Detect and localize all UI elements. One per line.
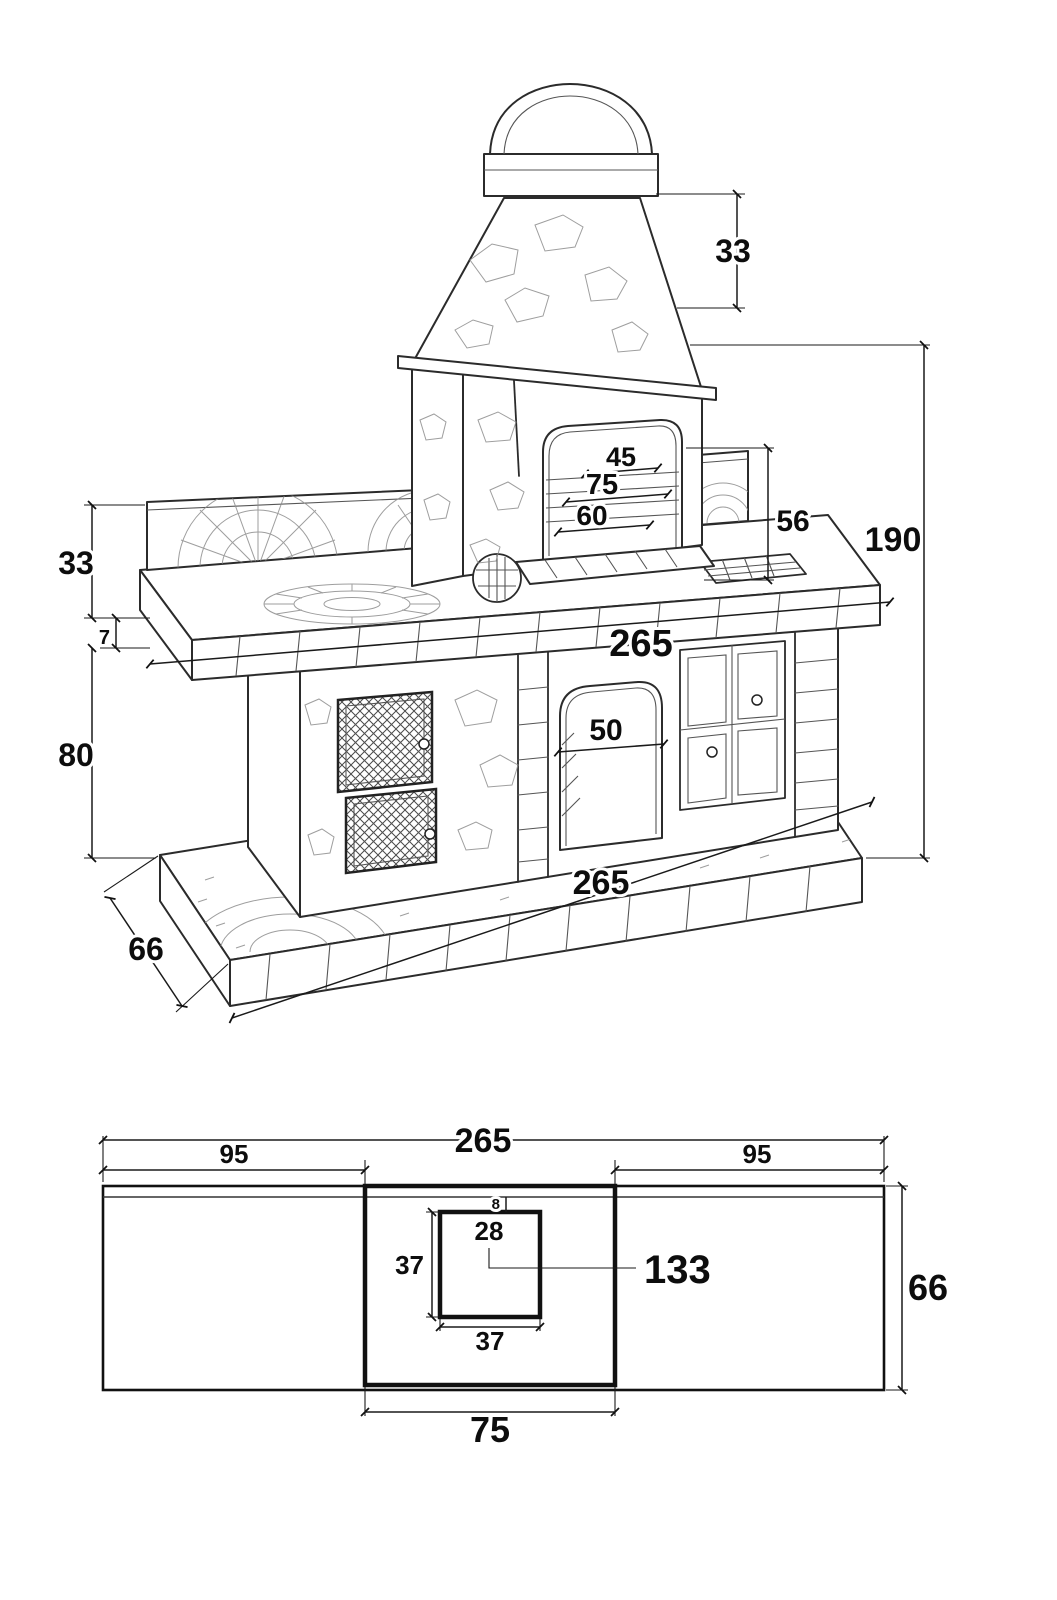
backsplash-right-mosaic <box>698 482 748 524</box>
plan-dim-left-section: 95 <box>98 1136 370 1184</box>
plan-view: 265 95 95 8 28 133 <box>98 1119 951 1453</box>
dim-base-height: 80 <box>55 643 156 863</box>
side-burner-grate <box>699 553 807 584</box>
dim-chimney-top: 33 <box>656 189 754 313</box>
plan-total-depth-label: 66 <box>908 1267 948 1308</box>
plan-opening-depth-label: 37 <box>395 1250 424 1280</box>
plan-center-module <box>362 1183 618 1388</box>
dim-grate-45: 45 <box>580 439 663 479</box>
plan-dim-133: 133 <box>641 1245 714 1295</box>
plan-dim-right-section: 95 <box>610 1136 889 1184</box>
dim-firebox-height: 56 <box>686 443 813 585</box>
oven-door-lower <box>344 787 438 875</box>
door-knob-icon <box>424 828 436 840</box>
plan-center-section-label: 75 <box>470 1409 510 1450</box>
tower-left-slab <box>411 363 464 587</box>
dim-arch-opening-label: 50 <box>589 714 622 747</box>
door-knob-icon <box>751 694 763 706</box>
dim-counter-length-label: 265 <box>609 623 672 665</box>
plan-dim-opening-width: 37 <box>435 1319 545 1359</box>
plan-dim-total-length: 265 <box>98 1119 889 1182</box>
dim-total-height: 190 <box>690 340 930 863</box>
oven-door-upper <box>336 690 434 794</box>
dim-base-height-label: 80 <box>58 737 94 773</box>
dim-grate-60-label: 60 <box>576 500 607 531</box>
stone-texture <box>304 214 649 856</box>
dim-base-depth-label: 66 <box>128 931 164 967</box>
dim-base-depth: 66 <box>103 855 229 1013</box>
plan-right-section-label: 95 <box>743 1139 772 1169</box>
dim-base-length-label: 265 <box>573 864 630 902</box>
hood-cornice <box>397 355 717 401</box>
plan-total-length-label: 265 <box>455 1122 512 1160</box>
dim-chimney-top-label: 33 <box>715 233 751 269</box>
dim-base-length: 265 <box>228 796 876 1024</box>
dim-counter-length: 265 <box>145 597 895 669</box>
dimensions-plan: 265 95 95 8 28 133 <box>98 1119 951 1453</box>
plan-dim-gap: 8 <box>489 1193 507 1216</box>
plan-opening-width-label: 37 <box>476 1326 505 1356</box>
plan-offset-label: 28 <box>475 1216 504 1246</box>
door-knob-icon <box>706 746 718 758</box>
door-knob-icon <box>418 738 430 750</box>
arch-niche <box>559 680 663 851</box>
dim-arch-opening: 50 <box>553 711 669 757</box>
chimney-cap <box>483 83 659 197</box>
plan-dim-center-section: 75 <box>360 1387 620 1453</box>
dim-firebox-75: 75 <box>561 466 673 507</box>
plan-firebox-opening <box>437 1209 543 1320</box>
dim-backsplash-height-label: 33 <box>58 545 94 581</box>
grill-shelf <box>515 545 715 585</box>
dim-grate-45-label: 45 <box>606 442 636 472</box>
dim-firebox-75-label: 75 <box>586 469 618 501</box>
chimney-hood <box>397 197 717 401</box>
dim-backsplash-height: 33 <box>55 500 150 623</box>
grill-basket <box>472 553 522 603</box>
dim-counter-thickness: 7 <box>96 613 150 653</box>
plan-133-label: 133 <box>644 1248 711 1292</box>
cap-band <box>483 153 659 197</box>
plan-dim-opening-depth: 37 <box>392 1207 440 1322</box>
isometric-view: 33 190 56 45 75 60 <box>55 83 930 1024</box>
plan-dim-offset: 28 <box>472 1213 636 1269</box>
dim-firebox-height-label: 56 <box>776 505 809 538</box>
plan-left-section-label: 95 <box>220 1139 249 1169</box>
cap-dome <box>489 83 653 155</box>
plan-dim-total-depth: 66 <box>886 1181 951 1395</box>
dim-total-height-label: 190 <box>865 521 922 559</box>
plan-gap-label: 8 <box>492 1196 500 1213</box>
dim-counter-thickness-label: 7 <box>99 627 110 649</box>
dimensions-iso: 33 190 56 45 75 60 <box>55 189 930 1024</box>
dim-grate-60: 60 <box>553 497 655 537</box>
